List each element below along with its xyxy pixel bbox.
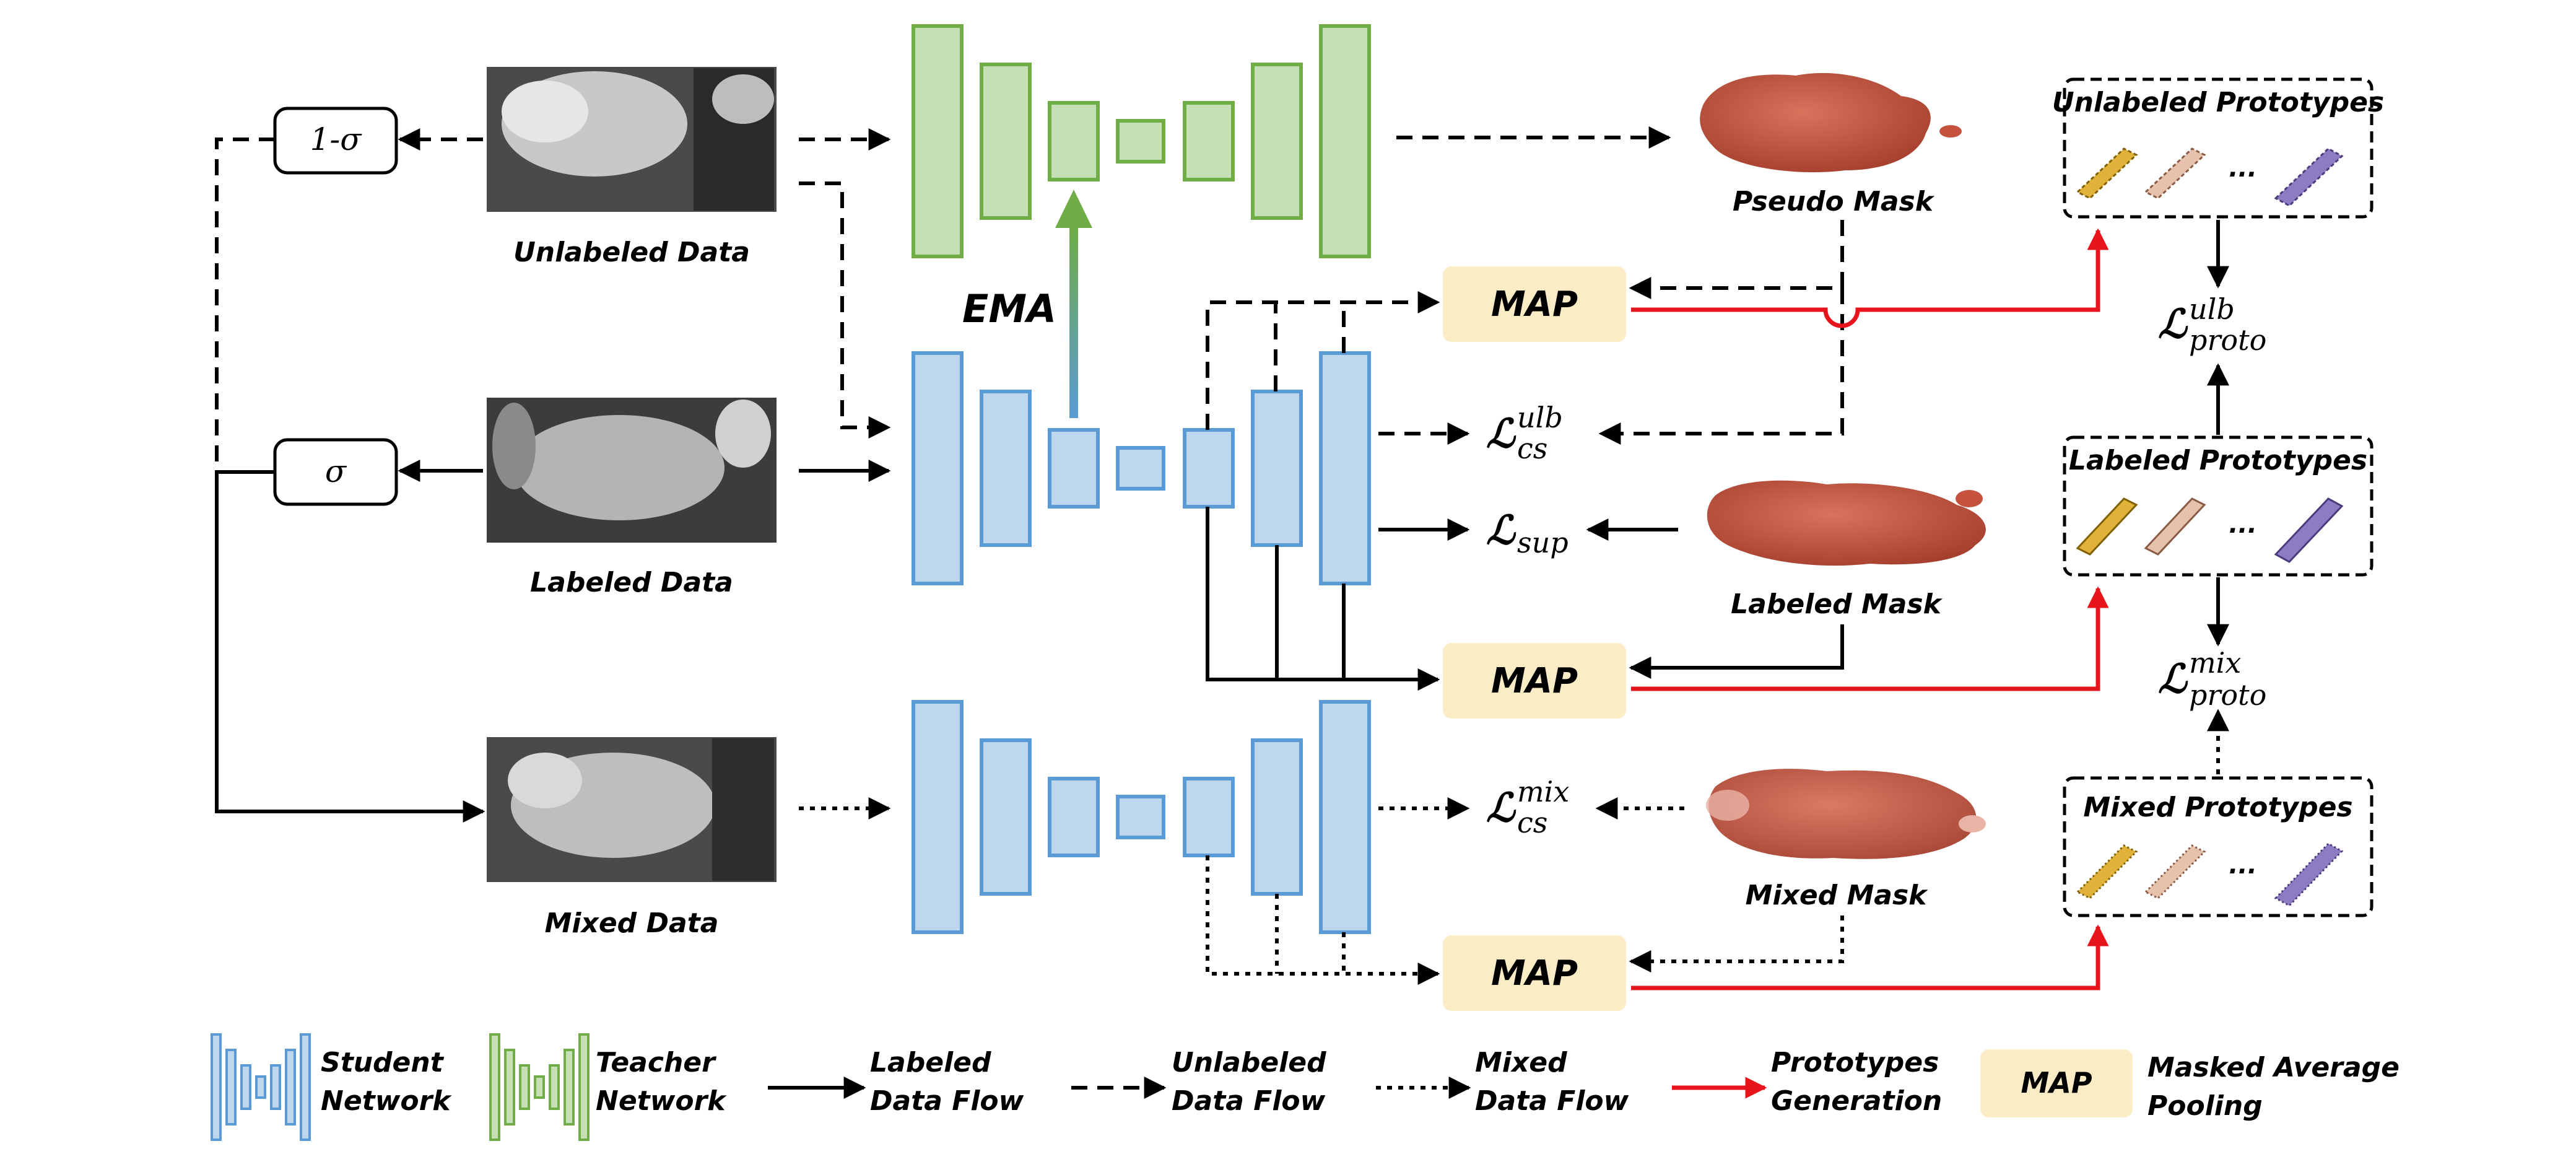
unlabeled-feature-taps bbox=[1206, 291, 1440, 430]
labeled-mask-image bbox=[1707, 480, 1986, 566]
legend-teacher-icon bbox=[489, 1033, 590, 1141]
unlabeled-data-image bbox=[487, 67, 777, 212]
legend-teacher-line2: Network bbox=[596, 1085, 727, 1117]
legend-mixed-flow-line2: Data Flow bbox=[1475, 1085, 1629, 1117]
legend-student-line1: Student bbox=[321, 1047, 445, 1078]
student-network-mixed bbox=[912, 700, 1371, 934]
prototype-generation-arrows bbox=[1631, 228, 2109, 990]
legend-unlabeled-flow-line2: Data Flow bbox=[1172, 1085, 1326, 1117]
labeled-data-label: Labeled Data bbox=[530, 567, 733, 598]
unlabeled-prototypes-ellipsis: ... bbox=[2229, 154, 2257, 183]
unlabeled-mix-branch bbox=[215, 138, 275, 474]
pseudo-mask-flows bbox=[1598, 220, 1844, 445]
legend-student-icon bbox=[211, 1033, 311, 1141]
one-minus-sigma-label: 1-σ bbox=[310, 121, 363, 157]
labeled-mask-to-map-arrow bbox=[1629, 624, 1844, 679]
loss-sup: ℒ sup bbox=[1486, 507, 1569, 559]
mixed-data-label: Mixed Data bbox=[545, 907, 719, 939]
pseudo-mask-image bbox=[1700, 72, 1962, 173]
legend-labeled-flow-line2: Data Flow bbox=[870, 1085, 1024, 1117]
loss-proto-ulb: ℒ ulb proto bbox=[2158, 292, 2266, 357]
legend-map-desc-line1: Masked Average bbox=[2147, 1052, 2400, 1083]
legend-map-badge bbox=[1980, 1049, 2133, 1117]
map-box-mixed: MAP bbox=[1443, 935, 1626, 1011]
svg-text:cs: cs bbox=[1517, 806, 1547, 839]
student-network-main bbox=[912, 351, 1371, 585]
svg-text:ulb: ulb bbox=[1517, 401, 1563, 434]
mixed-mask-to-map-arrow bbox=[1629, 916, 1844, 972]
legend: Student Network Teacher Network Labeled … bbox=[211, 1033, 2400, 1141]
sigma-label: σ bbox=[325, 453, 347, 489]
svg-text:mix: mix bbox=[1517, 775, 1569, 808]
svg-text:ulb: ulb bbox=[2189, 292, 2235, 326]
legend-unlabeled-flow-line1: Unlabeled bbox=[1172, 1047, 1326, 1078]
labeled-mask-label: Labeled Mask bbox=[1731, 588, 1943, 620]
svg-text:mix: mix bbox=[2189, 646, 2241, 680]
unlabeled-to-student-arrow bbox=[799, 181, 891, 439]
unlabeled-prototype-bars bbox=[2076, 147, 2344, 207]
legend-teacher-line1: Teacher bbox=[596, 1047, 716, 1078]
svg-text:ℒ: ℒ bbox=[1486, 507, 1516, 554]
legend-map-desc-line2: Pooling bbox=[2147, 1090, 2263, 1122]
ema-label: EMA bbox=[962, 286, 1056, 331]
svg-text:proto: proto bbox=[2189, 323, 2266, 357]
labeled-mix-branch-to-mixed bbox=[215, 470, 485, 823]
loss-proto-mix: ℒ mix proto bbox=[2158, 646, 2266, 712]
legend-prototype-gen-line2: Generation bbox=[1771, 1085, 1942, 1117]
ema-arrow bbox=[1055, 190, 1092, 418]
map-box-unlabeled: MAP bbox=[1443, 266, 1626, 342]
labeled-prototype-bars bbox=[2076, 497, 2344, 563]
map-box-labeled: MAP bbox=[1443, 643, 1626, 719]
svg-text:ℒ: ℒ bbox=[2158, 301, 2188, 347]
mixed-mask-label: Mixed Mask bbox=[1746, 880, 1929, 911]
svg-text:cs: cs bbox=[1517, 432, 1547, 465]
svg-text:sup: sup bbox=[1517, 526, 1569, 559]
legend-prototype-gen-line1: Prototypes bbox=[1771, 1047, 1939, 1078]
teacher-network bbox=[912, 24, 1371, 258]
mixed-prototypes-panel: Mixed Prototypes ... bbox=[2063, 776, 2374, 917]
legend-map-badge-label: MAP bbox=[2021, 1066, 2092, 1099]
mixed-prototypes-title: Mixed Prototypes bbox=[2083, 792, 2352, 823]
svg-text:ℒ: ℒ bbox=[2158, 656, 2188, 702]
mixed-prototypes-ellipsis: ... bbox=[2229, 851, 2257, 880]
mixed-mask-image bbox=[1706, 769, 1986, 859]
pseudo-mask-label: Pseudo Mask bbox=[1733, 186, 1935, 217]
legend-mixed-flow-line1: Mixed bbox=[1475, 1047, 1567, 1078]
legend-student-line2: Network bbox=[321, 1085, 452, 1117]
loss-cs-ulb: ℒ ulb cs bbox=[1486, 401, 1563, 465]
svg-text:ℒ: ℒ bbox=[1486, 785, 1516, 831]
labeled-feature-taps bbox=[1206, 507, 1440, 691]
map-label-mixed: MAP bbox=[1491, 953, 1578, 994]
unlabeled-data-label: Unlabeled Data bbox=[513, 237, 750, 268]
mixed-data-image bbox=[487, 737, 777, 882]
labeled-data-image bbox=[487, 398, 777, 543]
labeled-prototypes-panel: Labeled Prototypes ... bbox=[2063, 435, 2374, 577]
labeled-prototypes-ellipsis: ... bbox=[2229, 510, 2257, 539]
map-label-unlabeled: MAP bbox=[1491, 284, 1578, 325]
one-minus-sigma-box: 1-σ bbox=[273, 107, 398, 175]
map-label-labeled: MAP bbox=[1491, 661, 1578, 701]
svg-text:proto: proto bbox=[2189, 678, 2266, 712]
sigma-box: σ bbox=[273, 438, 398, 506]
svg-text:ℒ: ℒ bbox=[1486, 411, 1516, 457]
labeled-prototypes-title: Labeled Prototypes bbox=[2069, 445, 2367, 476]
unlabeled-prototypes-title: Unlabeled Prototypes bbox=[2052, 87, 2384, 118]
legend-labeled-flow-line1: Labeled bbox=[870, 1047, 991, 1078]
mixed-prototype-bars bbox=[2076, 842, 2344, 907]
loss-cs-mix: ℒ mix cs bbox=[1486, 775, 1569, 839]
unlabeled-prototypes-panel: Unlabeled Prototypes ... bbox=[2052, 77, 2384, 219]
mixed-feature-taps bbox=[1206, 855, 1440, 985]
